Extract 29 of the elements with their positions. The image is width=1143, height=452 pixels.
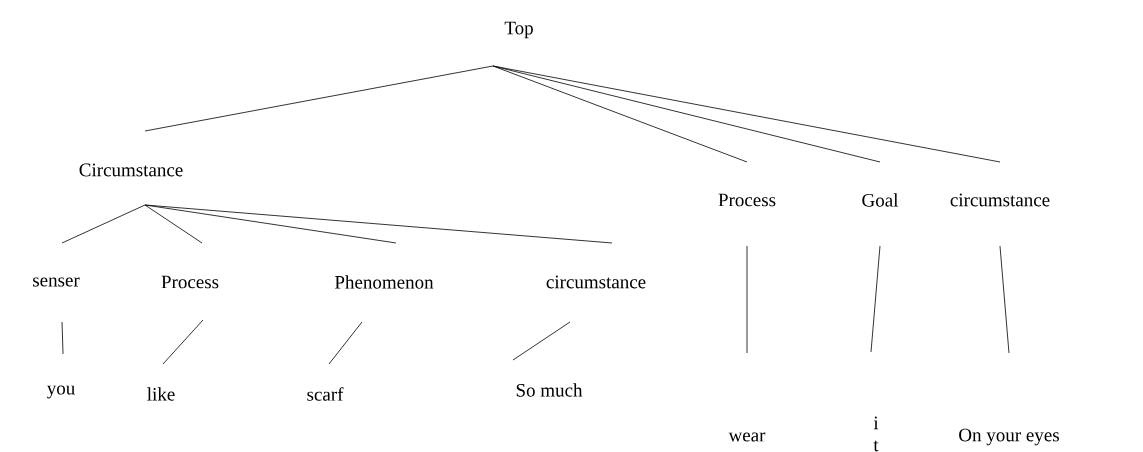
tree-branch — [328, 321, 363, 365]
tree-branch — [870, 245, 881, 353]
tree-branch — [144, 204, 203, 244]
tree-label: you — [47, 385, 75, 399]
tree-label: like — [147, 387, 175, 401]
tree-label: Process — [161, 275, 219, 289]
tree-label: i t — [873, 416, 879, 452]
tree-branch — [144, 65, 494, 132]
tree-label: Process — [718, 193, 776, 207]
tree-label: Circumstance — [79, 163, 183, 177]
tree-branch — [162, 319, 204, 365]
tree-label: Goal — [862, 193, 899, 207]
tree-label: So much — [516, 383, 583, 397]
tree-branch — [61, 204, 146, 244]
tree-label: scarf — [307, 387, 344, 401]
tree-branch — [999, 245, 1010, 354]
tree-branch — [746, 245, 748, 354]
tree-branch — [492, 65, 1001, 163]
tree-label: Top — [504, 21, 533, 39]
tree-branch — [512, 321, 571, 361]
tree-label: wear — [728, 432, 766, 442]
tree-branch — [144, 204, 613, 244]
tree-label: Phenomenon — [334, 275, 434, 289]
tree-label: On your eyes — [959, 428, 1059, 446]
tree-branch — [492, 65, 748, 163]
tree-label: circumstance — [546, 275, 646, 289]
tree-label: circumstance — [950, 193, 1050, 207]
tree-branch — [61, 321, 64, 355]
tree-label: senser — [33, 277, 80, 287]
